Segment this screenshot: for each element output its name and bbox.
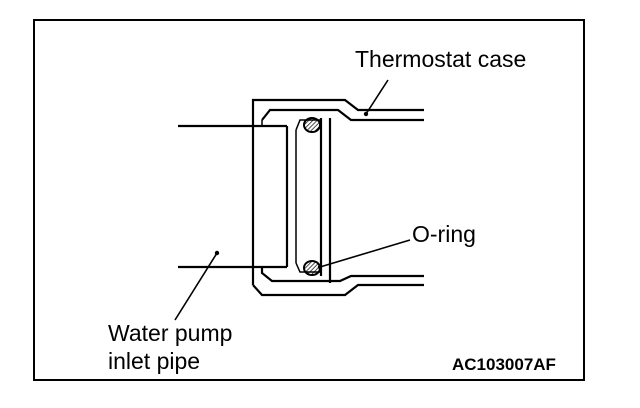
figure-code: AC103007AF [452, 355, 556, 374]
o-ring-top [303, 117, 321, 133]
leader-thermostat-case [363, 79, 389, 117]
water-pump-label-line2: inlet pipe [108, 348, 200, 374]
thermostat-case-label: Thermostat case [355, 46, 526, 72]
leader-o-ring [317, 239, 411, 270]
thermostat-case [251, 98, 424, 297]
o-ring-label: O-ring [412, 221, 476, 247]
water-pump-inlet-pipe [178, 124, 297, 269]
diagram-frame [33, 19, 585, 381]
water-pump-label-line1: Water pump [108, 320, 232, 346]
leader-water-pump [174, 250, 220, 321]
o-ring-bottom [303, 260, 321, 276]
